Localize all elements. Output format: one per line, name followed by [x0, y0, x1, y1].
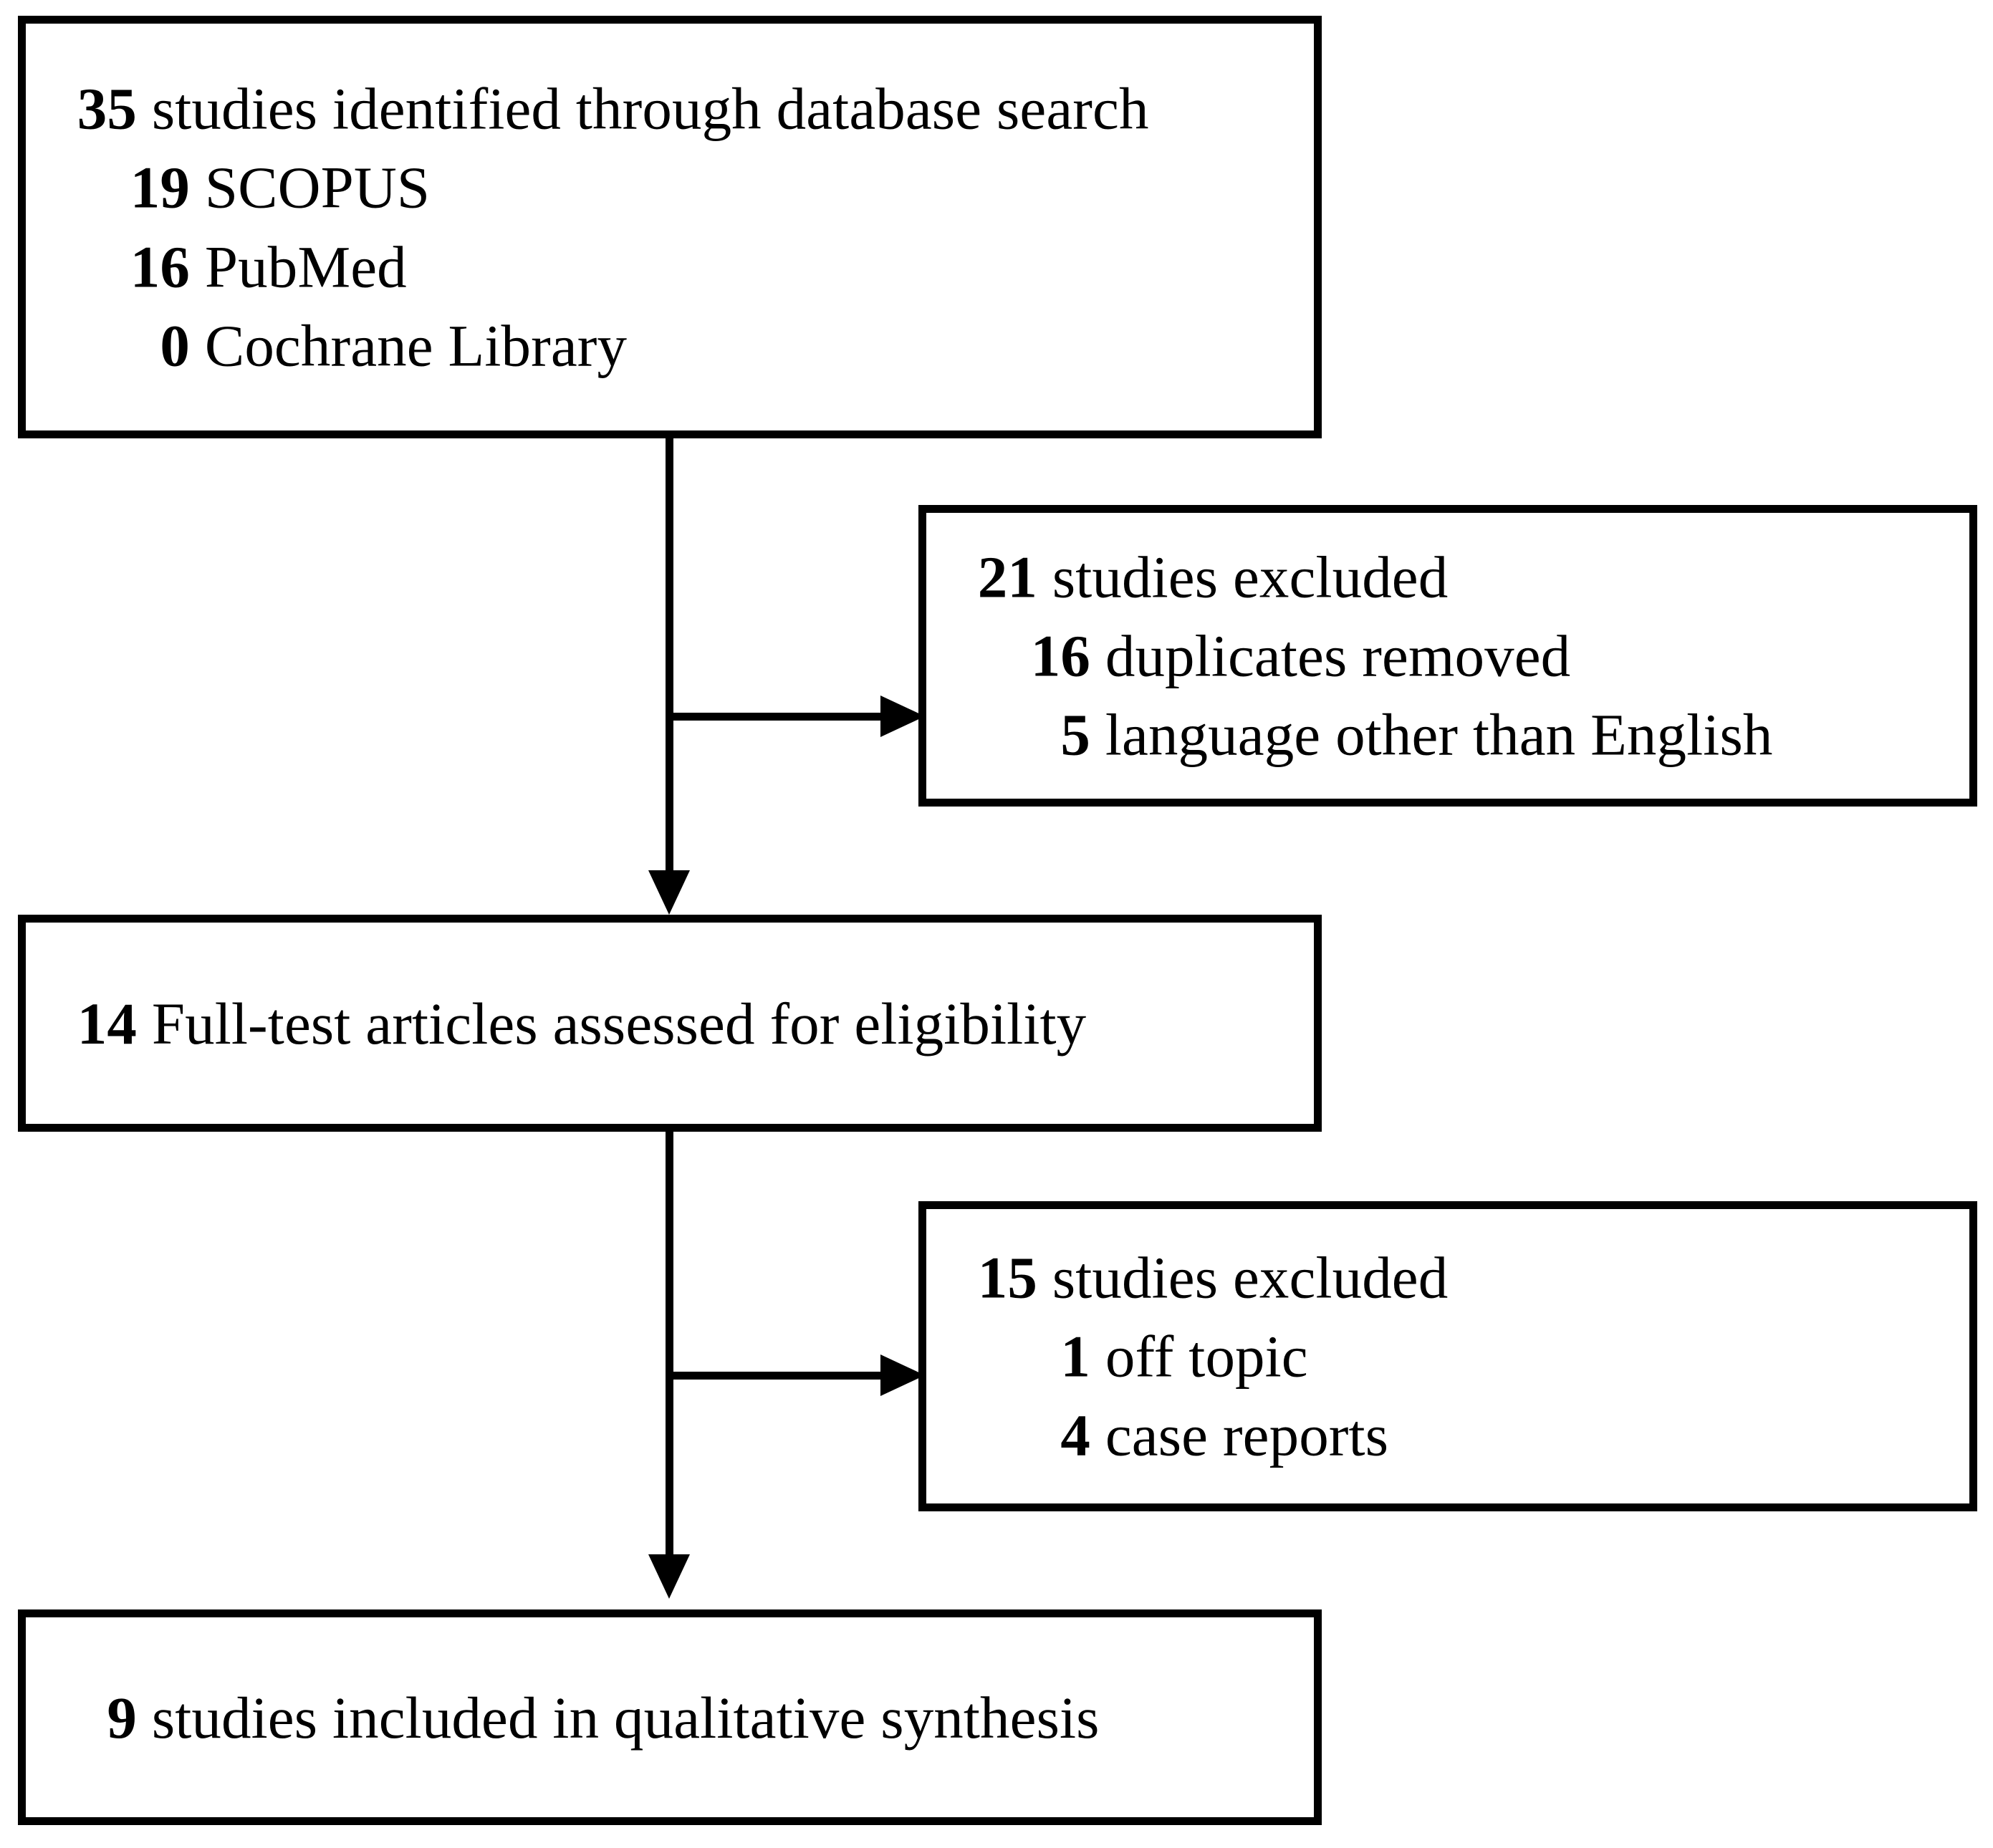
- label-pubmed: PubMed: [204, 234, 407, 299]
- line-studies-identified: 35 studies identified through database s…: [62, 69, 1314, 148]
- arrowhead-right-icon-to-excluded-screening: [880, 696, 925, 737]
- full-text-assessed-box: 14 Full-test articles assessed for eligi…: [18, 915, 1322, 1132]
- line-pubmed: 16 PubMed: [62, 227, 1314, 306]
- studies-included-text: 9 studies included in qualitative synthe…: [26, 1678, 1314, 1756]
- label-studies-included: studies included in qualitative synthesi…: [151, 1684, 1100, 1751]
- records-excluded-eligibility-text: 15 studies excluded 1 off topic 4 case r…: [926, 1238, 1969, 1475]
- count-16: 16: [130, 234, 190, 299]
- records-identified-box: 35 studies identified through database s…: [18, 16, 1322, 438]
- label-scopus: SCOPUS: [204, 154, 431, 221]
- count-16-duplicates: 16: [1030, 622, 1090, 689]
- arrowhead-down-icon-to-fulltext: [648, 870, 690, 915]
- count-5: 5: [1060, 701, 1090, 768]
- line-case-reports: 4 case reports: [962, 1396, 1969, 1475]
- branch-connector-to-excluded-screening: [666, 713, 880, 721]
- count-0: 0: [160, 312, 190, 379]
- count-4: 4: [1060, 1402, 1090, 1468]
- label-fulltext-assessed: Full-test articles assessed for eligibil…: [151, 990, 1087, 1057]
- line-studies-excluded-screening: 21 studies excluded: [962, 537, 1969, 616]
- label-duplicates-removed: duplicates removed: [1105, 622, 1571, 689]
- line-scopus: 19 SCOPUS: [62, 148, 1314, 227]
- label-language-other: language other than English: [1105, 701, 1773, 768]
- label-off-topic: off topic: [1105, 1323, 1308, 1390]
- line-duplicates-removed: 16 duplicates removed: [962, 616, 1969, 695]
- label-case-reports: case reports: [1105, 1402, 1389, 1468]
- vertical-connector-fulltext-to-included: [666, 1132, 673, 1554]
- label-studies-excluded-eligibility: studies excluded: [1052, 1243, 1449, 1310]
- line-fulltext-assessed: 14 Full-test articles assessed for eligi…: [62, 983, 1314, 1062]
- vertical-connector-identified-to-fulltext: [666, 438, 673, 870]
- line-studies-excluded-eligibility: 15 studies excluded: [962, 1238, 1969, 1317]
- count-15: 15: [977, 1243, 1037, 1310]
- count-9: 9: [107, 1684, 137, 1751]
- line-off-topic: 1 off topic: [962, 1317, 1969, 1395]
- full-text-assessed-text: 14 Full-test articles assessed for eligi…: [26, 983, 1314, 1062]
- label-studies-identified: studies identified through database sear…: [151, 75, 1149, 142]
- line-studies-included: 9 studies included in qualitative synthe…: [62, 1678, 1314, 1756]
- records-excluded-eligibility-box: 15 studies excluded 1 off topic 4 case r…: [918, 1201, 1977, 1511]
- records-identified-text: 35 studies identified through database s…: [26, 69, 1314, 385]
- count-1: 1: [1060, 1323, 1090, 1390]
- studies-included-box: 9 studies included in qualitative synthe…: [18, 1609, 1322, 1825]
- arrowhead-right-icon-to-excluded-eligibility: [880, 1354, 925, 1396]
- count-21: 21: [977, 543, 1037, 610]
- line-cochrane: 0 Cochrane Library: [62, 306, 1314, 385]
- count-14: 14: [77, 990, 137, 1057]
- branch-connector-to-excluded-eligibility: [666, 1372, 880, 1380]
- line-language-other: 5 language other than English: [962, 696, 1969, 774]
- records-excluded-screening-text: 21 studies excluded 16 duplicates remove…: [926, 537, 1969, 774]
- records-excluded-screening-box: 21 studies excluded 16 duplicates remove…: [918, 505, 1977, 807]
- arrowhead-down-icon-to-included: [648, 1554, 690, 1599]
- label-cochrane: Cochrane Library: [204, 312, 628, 379]
- count-35: 35: [77, 75, 137, 142]
- label-studies-excluded-screening: studies excluded: [1052, 543, 1449, 610]
- count-19: 19: [130, 154, 190, 221]
